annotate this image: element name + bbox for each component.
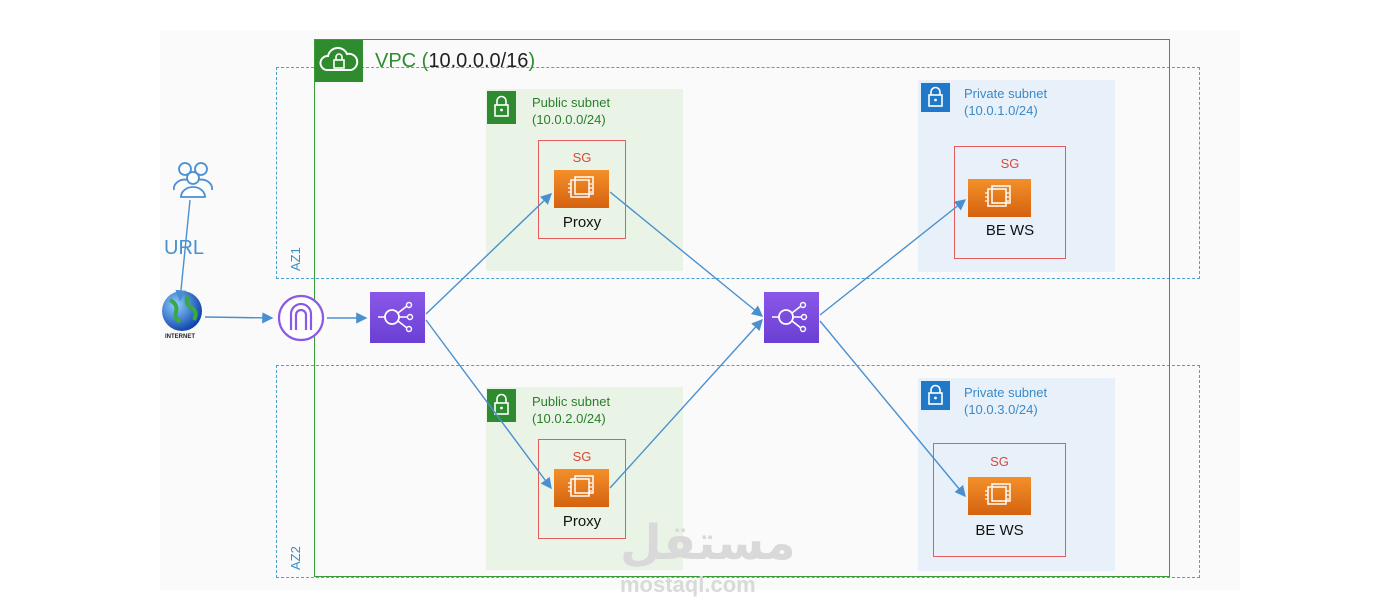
sg-label: SG	[572, 449, 592, 464]
internet-gateway-icon	[276, 294, 326, 347]
private-subnet-1-title: Private subnet(10.0.1.0/24)	[964, 86, 1048, 118]
ec2-instance-icon	[968, 179, 1031, 217]
private-subnet-2	[918, 378, 1115, 571]
url-label: URL	[164, 237, 205, 259]
watermark-arabic: مستقل	[620, 515, 796, 571]
sg-label: SG	[990, 454, 1009, 469]
proxy-2-label: Proxy	[562, 513, 602, 530]
private-subnet-1	[918, 80, 1115, 272]
public-subnet-1-title: Public subnet(10.0.0.0/24)	[532, 95, 611, 127]
az1-zone	[276, 67, 1200, 279]
az2-zone	[276, 365, 1200, 578]
lock-icon	[921, 83, 950, 112]
security-group-proxy-1: SG Proxy	[538, 140, 626, 239]
cloud-lock-icon	[315, 40, 363, 82]
private-subnet-2-title: Private subnet(10.0.3.0/24)	[964, 385, 1048, 417]
ec2-instance-icon	[554, 170, 609, 208]
internet-label: INTERNET	[165, 334, 195, 340]
bews-2-label: BE WS	[975, 522, 1024, 539]
public-subnet-2-title: Public subnet(10.0.2.0/24)	[532, 394, 611, 426]
ec2-instance-icon	[554, 469, 609, 507]
lock-icon	[487, 389, 516, 422]
vpc-title: VPC (10.0.0.0/16)	[375, 50, 536, 72]
users-icon	[170, 160, 216, 203]
bews-1-label: BE WS	[985, 222, 1035, 239]
ec2-instance-icon	[968, 477, 1031, 515]
security-group-proxy-2: SG Proxy	[538, 439, 626, 539]
sg-label: SG	[1000, 156, 1020, 171]
lock-icon	[487, 91, 516, 124]
watermark-latin: mostaql.com	[620, 572, 756, 597]
load-balancer-icon	[764, 292, 819, 343]
lock-icon	[921, 381, 950, 410]
security-group-bews-2: SG BE WS	[933, 443, 1066, 557]
proxy-1-label: Proxy	[562, 214, 602, 231]
load-balancer-icon	[370, 292, 425, 343]
internet-globe-icon	[160, 290, 206, 339]
sg-label: SG	[572, 150, 592, 165]
